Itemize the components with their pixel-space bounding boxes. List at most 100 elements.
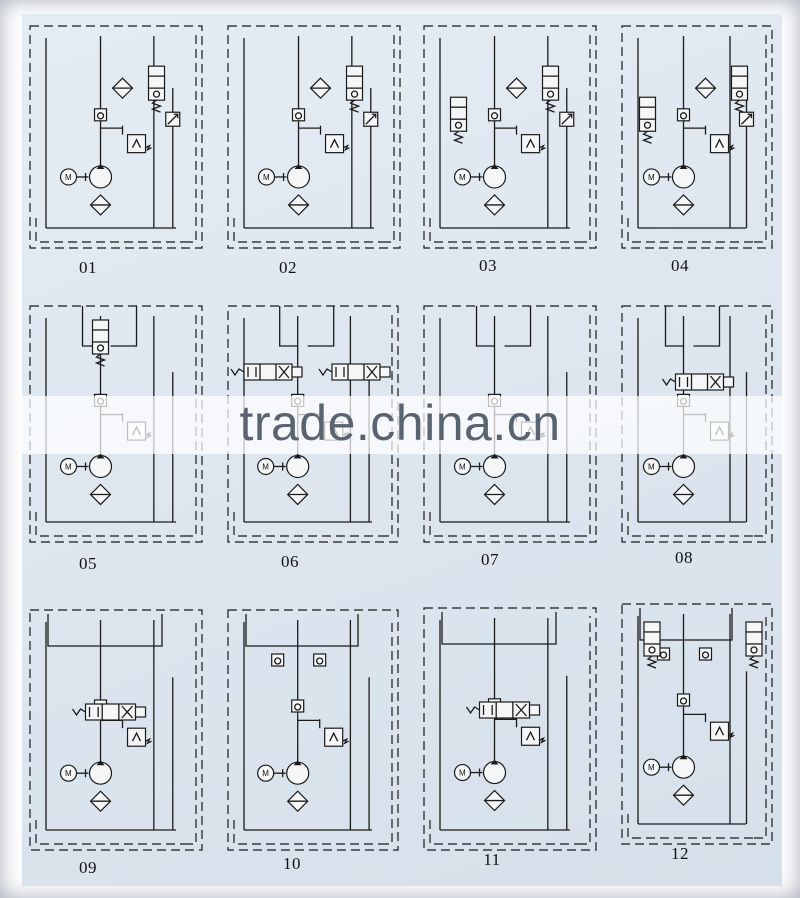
unit-boundary [423, 607, 597, 851]
pump-icon [671, 163, 696, 189]
suction-filter-icon [672, 784, 695, 807]
unit-boundary [423, 305, 597, 543]
hydraulic-diagram-11: M [423, 607, 597, 851]
motor-icon: M [642, 758, 672, 776]
pump-icon [286, 453, 310, 479]
throttle-valve-icon [559, 111, 575, 127]
motor-icon: M [642, 168, 672, 186]
check-valve-icon [271, 653, 285, 667]
svg-text:M: M [648, 173, 655, 182]
return-filter-icon [309, 77, 332, 100]
motor-icon: M [59, 457, 89, 476]
solenoid-valve-icon [638, 96, 657, 144]
motor-icon: M [257, 457, 286, 476]
svg-text:M: M [262, 462, 269, 471]
svg-text:M: M [648, 462, 655, 471]
check-valve-icon [93, 108, 108, 122]
pump-icon [88, 453, 113, 479]
unit-boundary [29, 609, 203, 851]
diagram-number-label: 06 [281, 552, 299, 571]
directional-valve-icon [661, 373, 735, 391]
hydraulic-diagram-12: M [621, 603, 773, 845]
diagram-number-label: 11 [483, 850, 501, 869]
diagram-number-label: 02 [279, 258, 297, 277]
svg-text:M: M [65, 462, 72, 471]
diagram-number-label: 03 [479, 256, 497, 275]
motor-icon: M [257, 764, 286, 782]
suction-filter-icon [89, 790, 112, 813]
solenoid-valve-icon [643, 621, 661, 669]
unit-boundary [29, 305, 203, 543]
suction-filter-icon [286, 790, 309, 813]
suction-filter-icon [483, 789, 506, 812]
relief-valve-icon [515, 125, 546, 154]
solenoid-valve-icon [91, 319, 110, 367]
diagram-number-label: 04 [671, 256, 689, 275]
unit-boundary [423, 25, 597, 249]
relief-valve-icon [319, 719, 349, 747]
suction-filter-icon [672, 483, 695, 506]
suction-filter-icon [287, 194, 310, 216]
throttle-valve-icon [165, 111, 181, 127]
svg-text:M: M [65, 173, 72, 182]
hydraulic-diagram-02: M [227, 25, 401, 249]
relief-valve-icon [319, 125, 350, 154]
pump-icon [286, 760, 310, 785]
solenoid-valve-icon [449, 96, 468, 144]
svg-text:M: M [65, 769, 72, 778]
check-valve-icon [291, 699, 305, 713]
check-valve-icon [676, 108, 691, 122]
relief-valve-icon [121, 125, 152, 154]
watermark-band [22, 396, 782, 454]
check-valve-icon [291, 108, 306, 122]
solenoid-valve-icon [147, 65, 166, 113]
pump-icon [671, 453, 696, 479]
suction-filter-icon [89, 483, 112, 506]
pump-icon [88, 760, 113, 785]
throttle-valve-icon [738, 111, 755, 127]
diagram-number-label: 08 [675, 548, 693, 567]
motor-icon: M [453, 457, 483, 476]
hydraulic-diagram-09: M [29, 609, 203, 851]
solenoid-valve-icon [730, 65, 749, 113]
check-valve-icon [487, 108, 502, 122]
hydraulic-diagram-01: M [29, 25, 203, 249]
return-filter-icon [505, 77, 528, 100]
diagram-number-label: 12 [671, 844, 689, 863]
pump-icon [482, 759, 507, 785]
suction-filter-icon [89, 194, 112, 216]
unit-boundary [621, 25, 773, 249]
directional-valve-icon [465, 701, 541, 719]
hydraulic-diagram-10: M [227, 609, 399, 851]
relief-valve-icon [515, 718, 546, 746]
solenoid-valve-icon [541, 65, 560, 113]
diagram-number-label: 10 [283, 854, 301, 873]
svg-text:M: M [459, 173, 466, 182]
svg-text:M: M [263, 173, 270, 182]
diagram-number-label: 05 [79, 554, 97, 573]
solenoid-valve-icon [745, 621, 763, 669]
pump-icon [482, 453, 507, 479]
suction-filter-icon [672, 194, 695, 216]
diagram-number-label: 09 [79, 858, 97, 877]
check-valve-icon [676, 693, 691, 707]
motor-icon: M [453, 763, 483, 782]
pump-icon [482, 163, 507, 189]
unit-boundary [621, 603, 773, 845]
suction-filter-icon [483, 194, 506, 216]
motor-icon: M [453, 168, 483, 186]
motor-icon: M [59, 764, 89, 782]
relief-valve-icon [121, 719, 152, 747]
pump-icon [88, 163, 113, 189]
svg-text:M: M [648, 763, 655, 772]
watermark-text: trade.china.cn [239, 395, 561, 451]
directional-valve-icon [230, 363, 303, 381]
return-filter-icon [694, 77, 717, 100]
directional-valve-icon [318, 363, 391, 381]
throttle-valve-icon [363, 111, 379, 127]
motor-icon: M [257, 168, 287, 186]
pump-icon [671, 754, 696, 779]
unit-boundary [227, 609, 399, 851]
check-valve-icon [313, 653, 327, 667]
